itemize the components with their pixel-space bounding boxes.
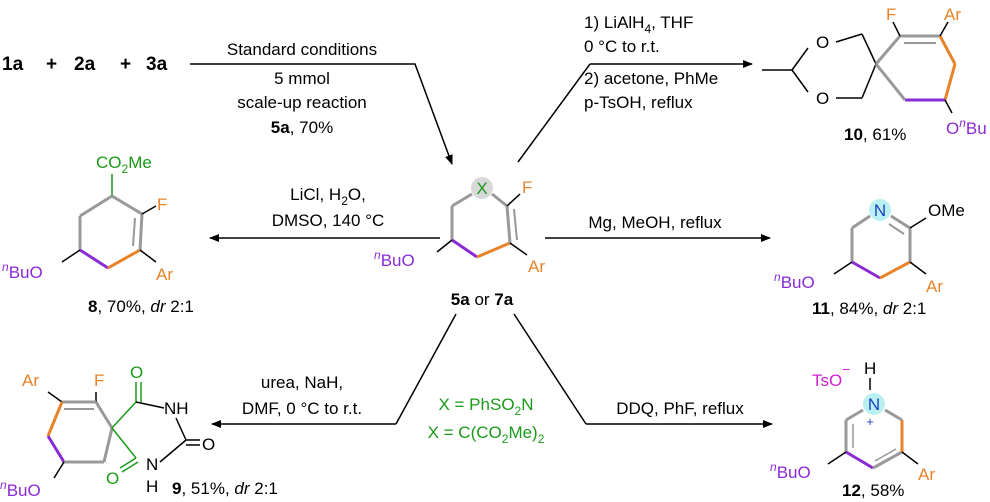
atom-f: F <box>886 5 896 24</box>
obu-group: nBuO <box>0 478 41 500</box>
condition-text: DMF, 0 °C to r.t. <box>242 399 362 418</box>
condition-text: LiCl, H2O, <box>290 185 366 208</box>
atom-o: O <box>202 435 215 454</box>
atom-h: H <box>864 359 876 378</box>
top-left-reactants: 1a + 2a + 3a <box>2 54 168 75</box>
atom-f: F <box>94 371 104 390</box>
top-right-conditions: 1) LiAlH4, THF 0 °C to r.t. 2) acetone, … <box>584 13 718 112</box>
reactant-1a: 1a <box>2 54 24 75</box>
x-def-2: X = C(CO2Me)2 <box>428 423 545 446</box>
plus-sign: + <box>120 54 131 75</box>
top-left-conditions: Standard conditions 5 mmol scale-up reac… <box>227 40 377 137</box>
atom-n: N <box>146 455 158 474</box>
plus-sign: + <box>46 54 57 75</box>
condition-text: 2) acetone, PhMe <box>584 69 718 88</box>
atom-h: H <box>146 477 158 496</box>
atom-ar: Ar <box>926 277 943 296</box>
condition-text: urea, NaH, <box>261 373 343 392</box>
atom-o: O <box>816 33 829 52</box>
x-highlight <box>471 177 493 199</box>
label-10: 10, 61% <box>844 125 906 144</box>
left-conditions: LiCl, H2O, DMSO, 140 °C <box>272 185 385 230</box>
atom-o: O <box>816 89 829 108</box>
condition-text: p-TsOH, reflux <box>584 93 693 112</box>
condition-text: DDQ, PhF, reflux <box>616 399 744 418</box>
product-8: CO2Me F Ar nBuO 8, 70%, dr 2:1 <box>2 153 194 316</box>
condition-text: Mg, MeOH, reflux <box>588 213 722 232</box>
minus-charge: − <box>842 361 850 377</box>
atom-o: O <box>130 363 143 382</box>
condition-text: Standard conditions <box>227 40 377 59</box>
condition-text: DMSO, 140 °C <box>272 211 385 230</box>
obu-group: nBuO <box>374 248 415 270</box>
reactant-3a: 3a <box>146 54 168 75</box>
center-structure: X F Ar nBuO 5a or 7a <box>374 177 545 309</box>
atom-f: F <box>157 195 167 214</box>
ester-group: CO2Me <box>96 153 152 176</box>
reactant-2a: 2a <box>74 54 96 75</box>
product-12: TsO − H N + Ar nBuO 12, 58% <box>770 359 935 500</box>
obu-group: nBuO <box>2 260 43 282</box>
atom-ar: Ar <box>918 465 935 484</box>
tosylate-group: TsO <box>812 371 842 390</box>
label-9: 9, 51%, dr 2:1 <box>172 479 278 498</box>
atom-o: O <box>106 469 119 488</box>
atom-nh: NH <box>164 399 189 418</box>
atom-f: F <box>522 178 532 197</box>
label-12: 12, 58% <box>842 481 904 500</box>
label-5a-7a: 5a or 7a <box>451 290 514 309</box>
product-11: N OMe Ar nBuO 11, 84%, dr 2:1 <box>774 199 965 318</box>
product-9: Ar F nBuO O NH O N H O 9, 51%, dr 2:1 <box>0 363 278 500</box>
n-highlight <box>869 199 891 221</box>
obu-group: OnBu <box>946 116 987 138</box>
condition-text: 1) LiAlH4, THF <box>584 13 693 36</box>
product-10: O O F Ar OnBu 10, 61% <box>762 5 987 144</box>
label-8: 8, 70%, dr 2:1 <box>88 297 194 316</box>
atom-ar: Ar <box>22 371 39 390</box>
atom-ar: Ar <box>156 265 173 284</box>
n-highlight <box>863 393 885 415</box>
obu-group: nBuO <box>774 270 815 292</box>
plus-charge: + <box>866 414 874 429</box>
bottom-left-conditions: urea, NaH, DMF, 0 °C to r.t. <box>242 373 362 418</box>
yield-5a: 5a, 70% <box>271 118 333 137</box>
label-11: 11, 84%, dr 2:1 <box>812 299 926 318</box>
ome-group: OMe <box>928 201 965 220</box>
condition-text: 5 mmol <box>274 69 330 88</box>
condition-text: 0 °C to r.t. <box>584 37 660 56</box>
atom-ar: Ar <box>528 257 545 276</box>
atom-n: N <box>874 201 886 220</box>
atom-x: X <box>476 179 487 198</box>
arrow-stem-bottom-left <box>395 313 457 425</box>
atom-n: N <box>868 395 880 414</box>
arrow-top-left <box>190 63 453 165</box>
condition-text: scale-up reaction <box>237 93 366 112</box>
atom-ar: Ar <box>944 5 961 24</box>
x-definitions: X = PhSO2N X = C(CO2Me)2 <box>428 395 545 446</box>
x-def-1: X = PhSO2N <box>438 395 533 418</box>
obu-group: nBuO <box>770 460 811 482</box>
arrow-stem-bottom-right <box>513 313 587 425</box>
arrow-stem-top-right <box>517 63 591 163</box>
